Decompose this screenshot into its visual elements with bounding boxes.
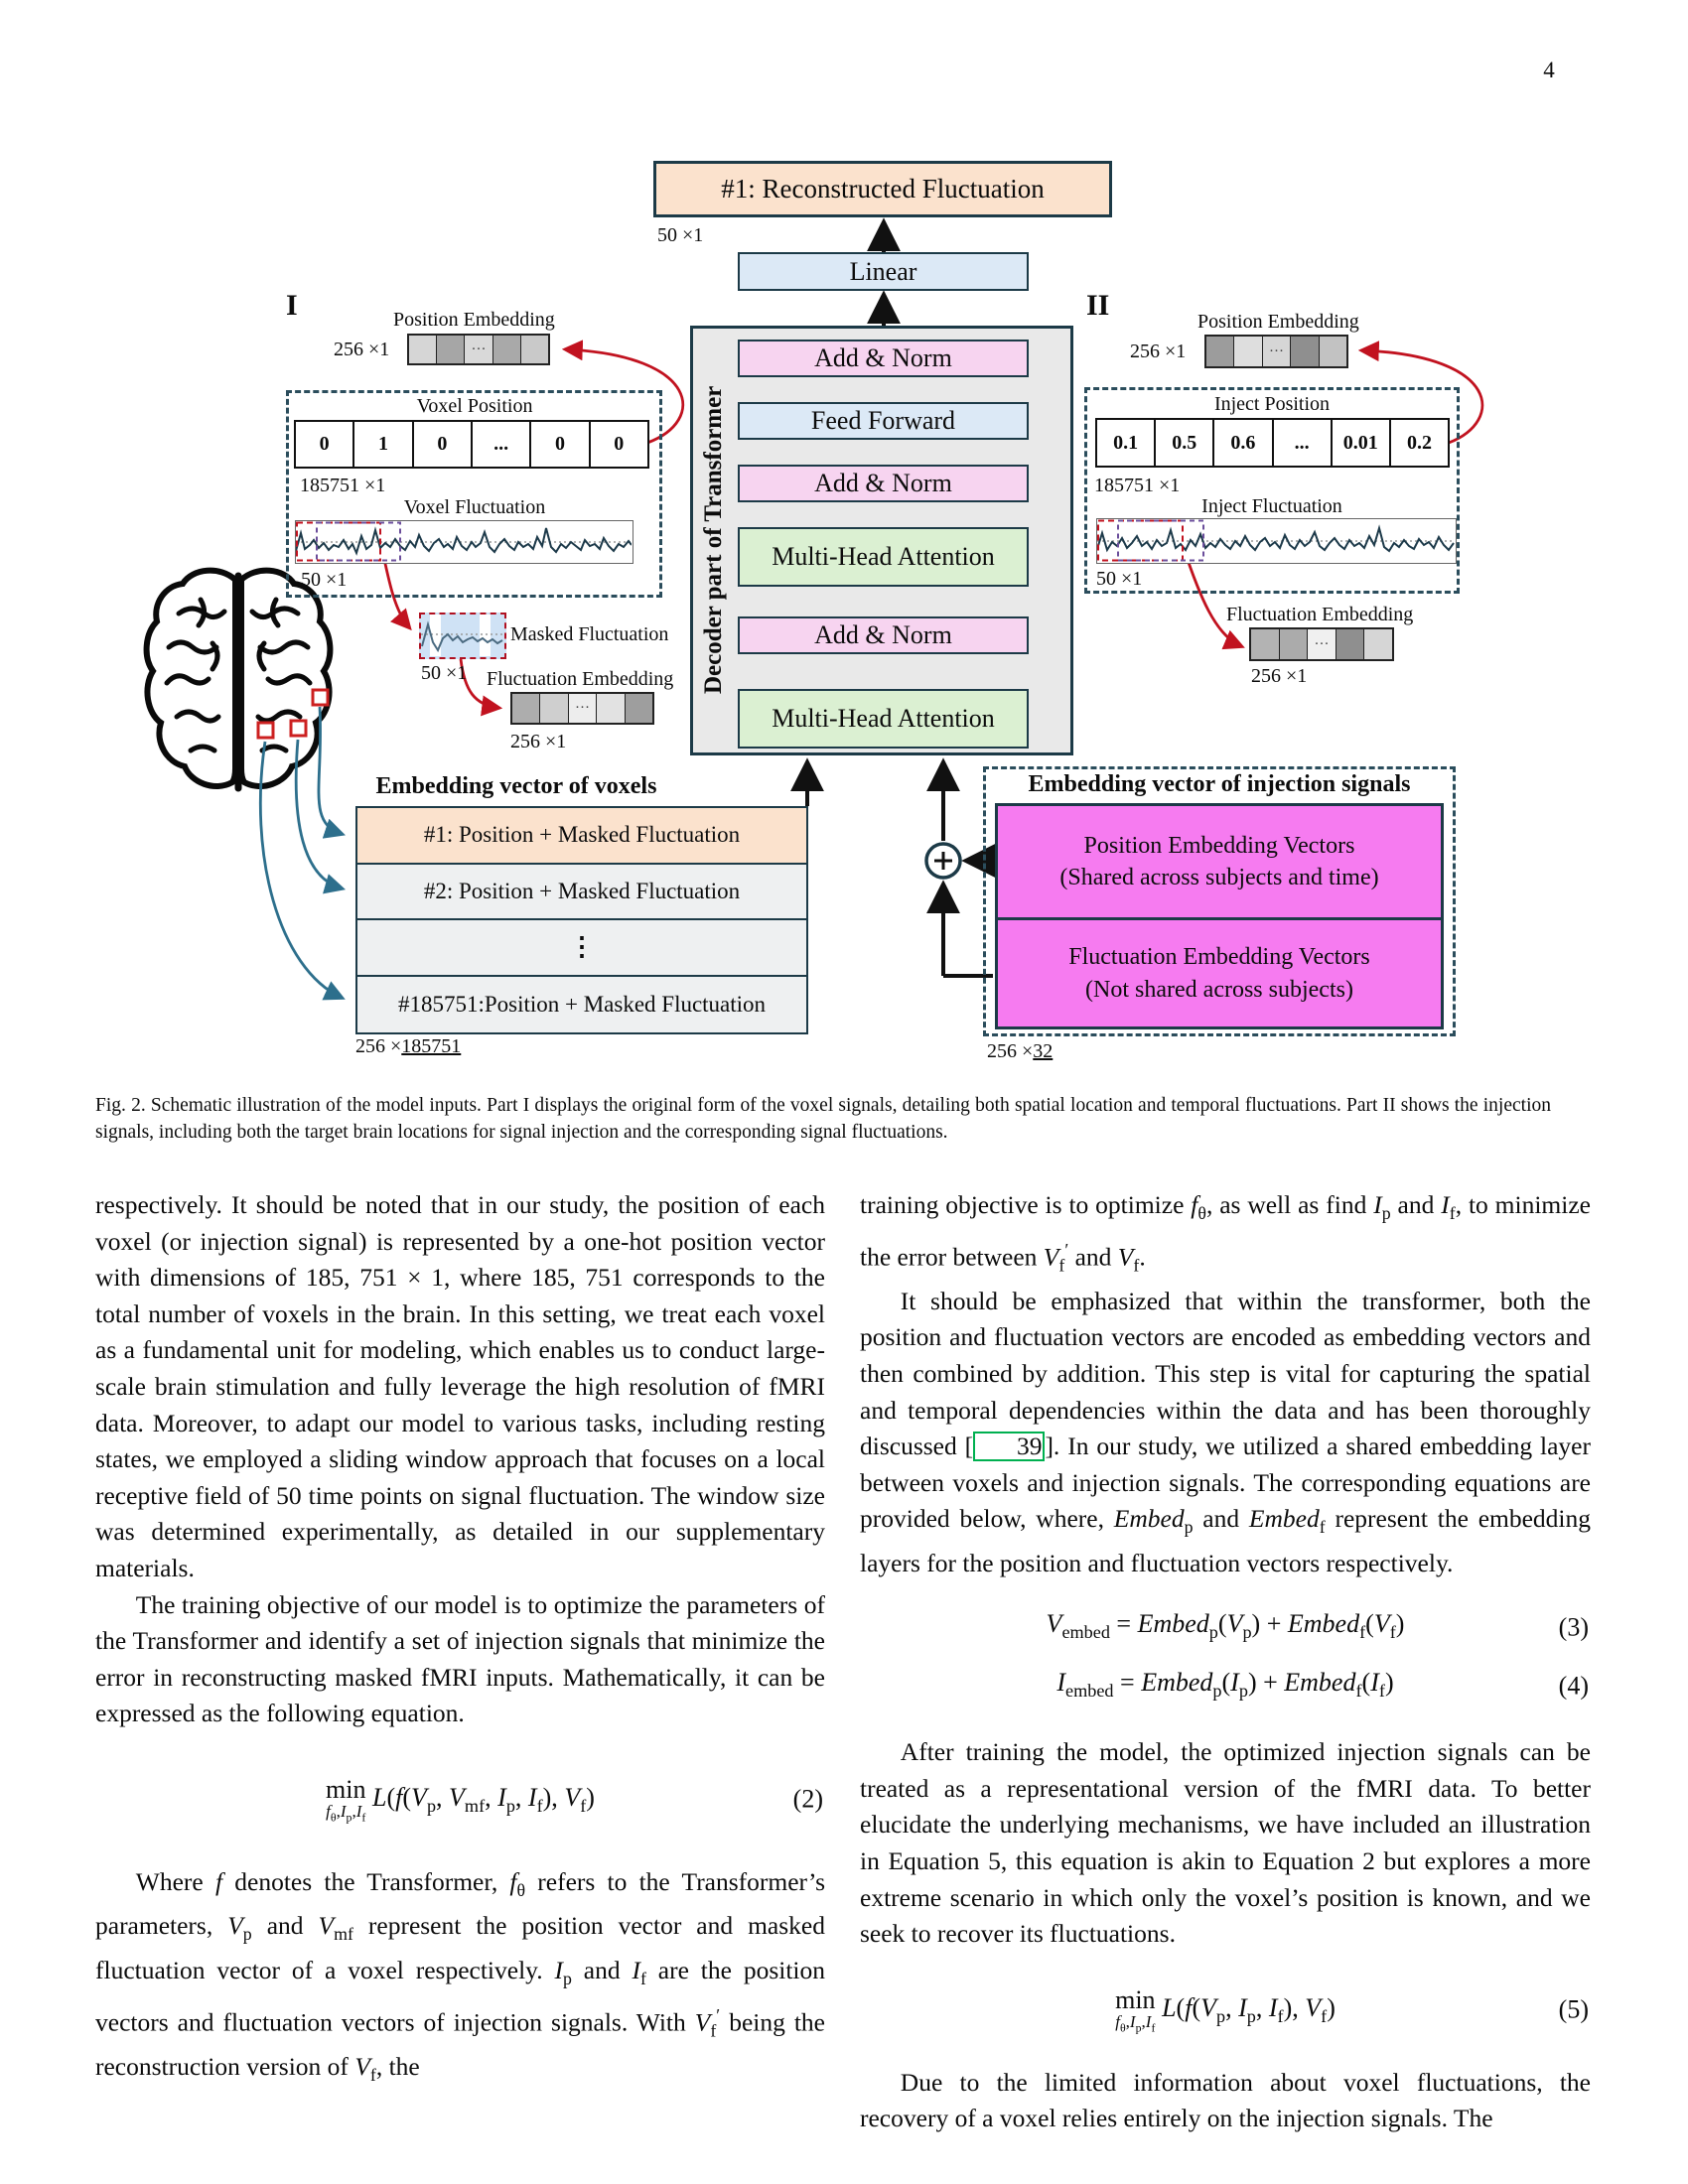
- linear-box: Linear: [738, 252, 1029, 291]
- page-number: 4: [1543, 58, 1555, 82]
- part2-label: II: [1086, 289, 1110, 322]
- voxel-position-table: 0 1 0 ... 0 0: [294, 420, 649, 469]
- part1-fluctuation-embedding-cells: ···: [510, 692, 654, 725]
- injection-matrix-dim: 256 ×32: [987, 1040, 1054, 1062]
- decoder-layer-add-norm-1: Add & Norm: [738, 340, 1029, 377]
- part1-position-embedding-cells: ···: [407, 334, 550, 365]
- decoder-layer-feed-forward: Feed Forward: [738, 402, 1029, 440]
- voxel-fluctuation-title: Voxel Fluctuation: [403, 496, 546, 518]
- part2-position-embedding-label: Position Embedding: [1197, 311, 1359, 333]
- part2-50x1-label: 50 ×1: [1096, 568, 1143, 590]
- decoder-layer-mha-2: Multi-Head Attention: [738, 689, 1029, 749]
- part1-label: I: [286, 289, 298, 322]
- fluctuation-box-line2: (Not shared across subjects): [1085, 976, 1353, 1003]
- decoder-layer-mha-1: Multi-Head Attention: [738, 527, 1029, 587]
- part1-position-embedding-label: Position Embedding: [393, 309, 555, 331]
- equation-2-min: min fθ,Ip,If: [326, 1774, 366, 1825]
- part2-fluct-256x1-label: 256 ×1: [1251, 665, 1308, 687]
- position-box-line1: Position Embedding Vectors: [1083, 832, 1355, 859]
- right-paragraph-3: After training the model, the optimized …: [860, 1737, 1591, 1949]
- voxel-embedding-row-last: #185751:Position + Masked Fluctuation: [357, 976, 806, 1032]
- plus-circle: [924, 842, 962, 880]
- left-paragraph-2: The training objective of our model is t…: [95, 1589, 825, 1728]
- reconstructed-fluctuation-box: #1: Reconstructed Fluctuation: [653, 161, 1112, 217]
- voxel-fluctuation-waveform: [295, 520, 633, 564]
- figure-caption: Fig. 2. Schematic illustration of the mo…: [95, 1095, 1551, 1143]
- part1-50x1-label: 50 ×1: [301, 569, 348, 591]
- injection-embedding-title: Embedding vector of injection signals: [1028, 771, 1411, 797]
- part1-fluctuation-embedding-label: Fluctuation Embedding: [487, 668, 674, 690]
- voxel-matrix-dim: 256 ×185751: [355, 1035, 462, 1057]
- part2-185751x1-label: 185751 ×1: [1094, 475, 1181, 496]
- part1-voxel-signal-box: [286, 390, 662, 598]
- equation-4: Iembed = Embedp(Ip) + Embedf(If) (4): [860, 1665, 1591, 1709]
- inject-position-title: Inject Position: [1213, 393, 1331, 415]
- inject-fluctuation-title: Inject Fluctuation: [1201, 495, 1342, 517]
- position-embedding-vectors-box: Position Embedding Vectors (Shared acros…: [995, 803, 1444, 920]
- masked-50x1-label: 50 ×1: [421, 662, 468, 684]
- right-column: training objective is to optimize fθ, as…: [860, 1187, 1591, 2137]
- equation-5: min fθ,Ip,If L(f(Vp, Ip, If), Vf) (5): [1115, 1984, 1589, 2035]
- left-paragraph-1: respectively. It should be noted that in…: [95, 1190, 825, 1582]
- injection-embedding-box: [983, 766, 1456, 1036]
- part2-fluctuation-embedding-cells: ···: [1249, 627, 1394, 661]
- part2-256x1-label: 256 ×1: [1130, 341, 1187, 362]
- right-paragraph-1: training objective is to optimize fθ, as…: [860, 1190, 1591, 1276]
- equation-3-number: (3): [1558, 1612, 1589, 1642]
- inject-position-table: 0.1 0.5 0.6 ... 0.01 0.2: [1095, 418, 1450, 468]
- equation-3: Vembed = Embedp(Vp) + Embedf(Vf) (3): [860, 1606, 1591, 1651]
- brain-illustration: [143, 567, 334, 792]
- equation-5-number: (5): [1558, 1994, 1589, 2024]
- part2-fluctuation-embedding-label: Fluctuation Embedding: [1226, 604, 1414, 625]
- decoder-side-label: Decoder part of Transformer: [700, 385, 727, 695]
- part1-256x1-label: 256 ×1: [334, 339, 390, 360]
- voxel-embedding-title: Embedding vector of voxels: [375, 773, 657, 799]
- position-box-line2: (Shared across subjects and time): [1059, 865, 1379, 890]
- equation-2: min fθ,Ip,If L(f(Vp, Vmf, Ip, If), Vf) (…: [326, 1774, 823, 1825]
- dim-50x1: 50 ×1: [657, 224, 704, 246]
- masked-fluctuation-label: Masked Fluctuation: [510, 623, 669, 645]
- part2-position-embedding-cells: ···: [1204, 335, 1348, 368]
- equation-4-number: (4): [1558, 1671, 1589, 1701]
- voxel-position-title: Voxel Position: [416, 395, 533, 417]
- left-paragraph-3: Where f denotes the Transformer, fθ refe…: [95, 1866, 826, 2086]
- right-paragraph-4: Due to the limited information about vox…: [860, 2067, 1591, 2133]
- fluctuation-embedding-vectors-box: Fluctuation Embedding Vectors (Not share…: [995, 917, 1444, 1029]
- decoder-layer-add-norm-2: Add & Norm: [738, 465, 1029, 502]
- voxel-embedding-box: #1: Position + Masked Fluctuation #2: Po…: [355, 806, 808, 1034]
- voxel-embedding-row-1: #1: Position + Masked Fluctuation: [357, 808, 806, 865]
- decoder-layer-add-norm-3: Add & Norm: [738, 616, 1029, 654]
- fluctuation-box-line1: Fluctuation Embedding Vectors: [1068, 944, 1370, 971]
- voxel-embedding-row-2: #2: Position + Masked Fluctuation: [357, 864, 806, 920]
- equation-5-min: min fθ,Ip,If: [1115, 1984, 1156, 2035]
- part2-inject-signal-box: [1084, 387, 1460, 594]
- part1-fluct-256x1-label: 256 ×1: [510, 731, 567, 752]
- part1-185751x1-label: 185751 ×1: [300, 475, 386, 496]
- right-paragraph-2: It should be emphasized that within the …: [860, 1286, 1591, 1578]
- equation-2-number: (2): [792, 1785, 823, 1815]
- inject-fluctuation-waveform: [1096, 518, 1457, 564]
- voxel-embedding-row-dots: ⋮: [357, 920, 806, 977]
- left-column: respectively. It should be noted that in…: [95, 1187, 825, 2094]
- masked-fluctuation-box: [419, 613, 506, 659]
